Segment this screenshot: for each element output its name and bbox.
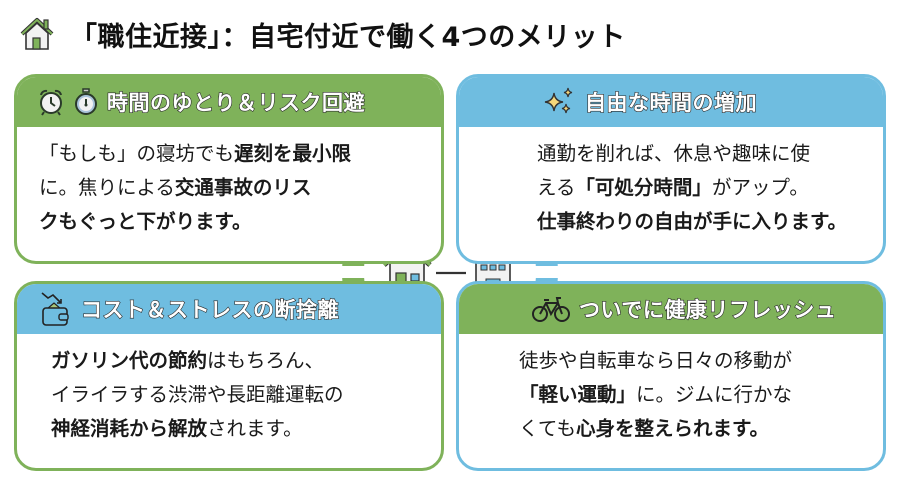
- body-text: されます。: [207, 417, 303, 440]
- body-line: 徒歩や自転車なら日々の移動が: [519, 344, 859, 378]
- emphasis-text: 心身を整えられます。: [575, 417, 770, 440]
- card-body: 通勤を削れば、休息や趣味に使える「可処分時間」がアップ。仕事終わりの自由が手に入…: [459, 127, 877, 239]
- emphasis-text: 仕事終わりの自由が手に入ります。: [537, 210, 848, 233]
- body-line: イライラする渋滞や長距離運転の: [51, 378, 421, 412]
- body-text: はもちろん、: [207, 349, 325, 372]
- card-header: コスト＆ストレスの断捨離: [17, 284, 441, 334]
- body-line: 「軽い運動」に。ジムに行かな: [519, 378, 859, 412]
- body-text: に。ジムに行かな: [636, 383, 793, 406]
- card-header: ついでに健康リフレッシュ: [459, 284, 883, 334]
- body-text: 「もしも」の寝坊でも: [39, 142, 235, 165]
- emphasis-text: 神経消耗から解放: [51, 417, 208, 440]
- ring-gap-vertical: [444, 150, 456, 390]
- body-line: 通勤を削れば、休息や趣味に使: [537, 137, 877, 171]
- emphasis-text: ガソリン代の節約: [51, 349, 208, 372]
- body-line: える「可処分時間」がアップ。: [537, 171, 877, 205]
- body-text: くても: [519, 417, 576, 440]
- stopwatch-icon: [73, 88, 99, 116]
- alarm-clock-icon: [37, 88, 65, 116]
- card-cost: コスト＆ストレスの断捨離 ガソリン代の節約はもちろん、イライラする渋滞や長距離運…: [14, 281, 444, 471]
- body-line: クもぐっと下がります。: [39, 205, 419, 239]
- body-line: 仕事終わりの自由が手に入ります。: [537, 205, 877, 239]
- emphasis-text: 「可処分時間」: [575, 176, 712, 199]
- body-text: 通勤を削れば、休息や趣味に使: [537, 142, 811, 165]
- card-body: 徒歩や自転車なら日々の移動が「軽い運動」に。ジムに行かなくても心身を整えられます…: [459, 334, 859, 446]
- bicycle-icon: [531, 295, 571, 323]
- house-icon: [18, 16, 56, 52]
- card-title: 自由な時間の増加: [584, 90, 757, 115]
- sparkles-icon: [543, 87, 577, 117]
- body-text: える: [537, 176, 576, 199]
- card-header: 自由な時間の増加: [459, 77, 883, 127]
- body-line: ガソリン代の節約はもちろん、: [51, 344, 421, 378]
- body-line: 神経消耗から解放されます。: [51, 412, 421, 446]
- body-text: イライラする渋滞や長距離運転の: [51, 383, 344, 406]
- ring-gap-horizontal: [300, 266, 600, 278]
- card-title: コスト＆ストレスの断捨離: [80, 297, 339, 322]
- wallet-savings-icon: [39, 291, 73, 327]
- card-header: 時間のゆとり＆リスク回避: [17, 77, 441, 127]
- body-line: くても心身を整えられます。: [519, 412, 859, 446]
- card-title: 時間のゆとり＆リスク回避: [106, 90, 365, 115]
- page-title: 「職住近接」：自宅付近で働く4つのメリット: [18, 12, 626, 56]
- emphasis-text: 「軽い運動」: [519, 383, 637, 406]
- card-body: ガソリン代の節約はもちろん、イライラする渋滞や長距離運転の神経消耗から解放されま…: [17, 334, 421, 446]
- card-title: ついでに健康リフレッシュ: [578, 297, 837, 322]
- body-text: に。焦りによる: [39, 176, 175, 199]
- page-title-text: 「職住近接」：自宅付近で働く4つのメリット: [70, 21, 626, 53]
- body-line: に。焦りによる交通事故のリス: [39, 171, 419, 205]
- emphasis-text: クもぐっと下がります。: [39, 210, 252, 233]
- card-freedom: 自由な時間の増加 通勤を削れば、休息や趣味に使える「可処分時間」がアップ。仕事終…: [456, 74, 886, 264]
- body-text: 徒歩や自転車なら日々の移動が: [519, 349, 793, 372]
- card-health: ついでに健康リフレッシュ 徒歩や自転車なら日々の移動が「軽い運動」に。ジムに行か…: [456, 281, 886, 471]
- emphasis-text: 遅刻を最小限: [234, 142, 352, 165]
- body-text: がアップ。: [711, 176, 809, 199]
- emphasis-text: 交通事故のリス: [174, 176, 312, 199]
- card-time: 時間のゆとり＆リスク回避 「もしも」の寝坊でも遅刻を最小限に。焦りによる交通事故…: [14, 74, 444, 264]
- body-line: 「もしも」の寝坊でも遅刻を最小限: [39, 137, 419, 171]
- card-body: 「もしも」の寝坊でも遅刻を最小限に。焦りによる交通事故のリスクもぐっと下がります…: [17, 127, 419, 239]
